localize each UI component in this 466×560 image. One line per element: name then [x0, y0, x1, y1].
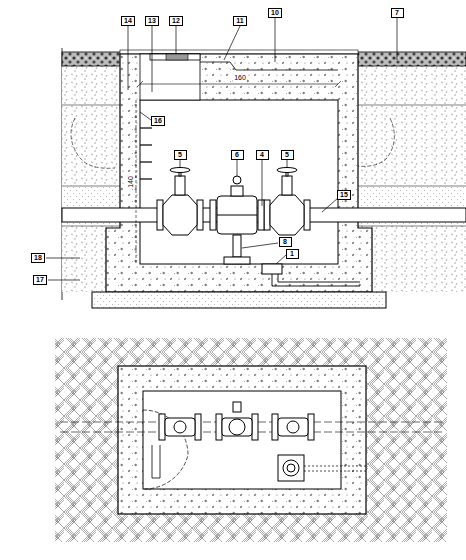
dimension-label: 140	[127, 175, 135, 189]
callout-number: 5	[174, 150, 187, 160]
callout-number: 4	[256, 150, 269, 160]
callout-number: 8	[279, 237, 292, 247]
callout-number: 10	[268, 8, 282, 18]
callout-number: 13	[145, 16, 159, 26]
callout-number: 18	[31, 253, 45, 263]
callout-number: 12	[169, 16, 183, 26]
callout-number: 14	[121, 16, 135, 26]
dimension-label: 160	[233, 74, 247, 82]
callout-number: 6	[231, 150, 244, 160]
callout-number: 16	[151, 116, 165, 126]
callout-number: 17	[33, 275, 47, 285]
callout-number: 11	[233, 16, 246, 26]
callout-number: 15	[337, 190, 351, 200]
callout-number: 7	[391, 8, 404, 18]
callout-number: 5	[281, 150, 294, 160]
callout-number: 1	[286, 249, 299, 259]
